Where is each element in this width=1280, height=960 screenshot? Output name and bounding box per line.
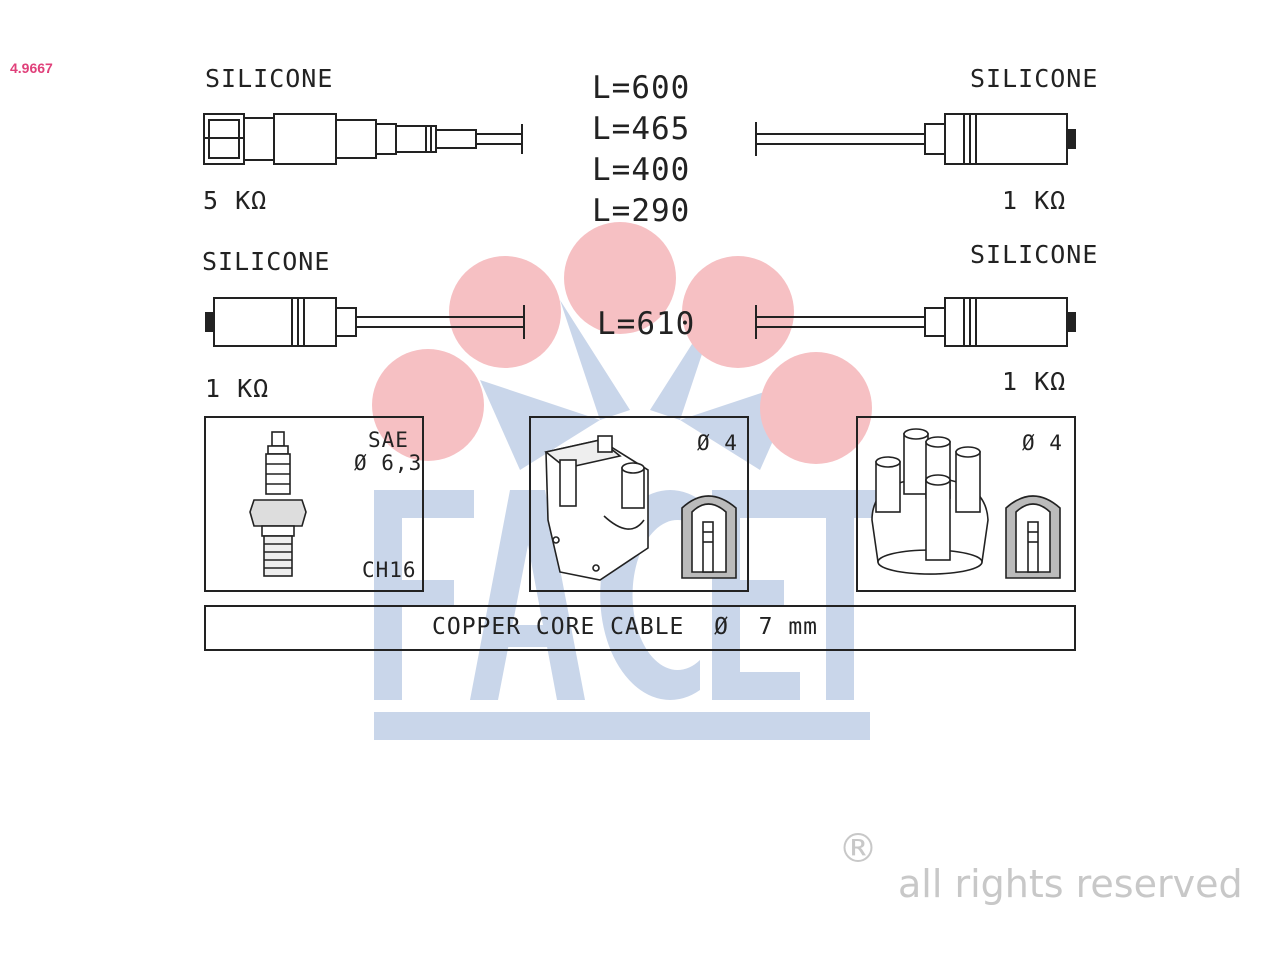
top-right-material: SILICONE xyxy=(970,64,1099,93)
mid-left-material: SILICONE xyxy=(202,247,331,276)
mid-right-material: SILICONE xyxy=(970,240,1099,269)
length-label: L=600 xyxy=(592,70,691,106)
top-left-material: SILICONE xyxy=(205,64,334,93)
top-right-connector xyxy=(755,113,1076,165)
coil-diameter: Ø 4 xyxy=(697,431,738,455)
spark-plug-icon xyxy=(249,431,307,577)
cable-spec-text: COPPER CORE CABLE Ø 7 mm xyxy=(432,614,819,640)
terminal-section-icons xyxy=(681,495,1061,579)
coil-panel xyxy=(529,416,749,592)
distributor-diameter: Ø 4 xyxy=(1022,431,1063,455)
ignition-coil-icon xyxy=(544,435,649,581)
spark-plug-standard: SAE xyxy=(368,428,409,452)
spark-plug-diameter: Ø 6,3 xyxy=(354,451,423,475)
coil-terminal-section-icon xyxy=(681,495,737,579)
mid-right-resistance: 1 KΩ xyxy=(1002,367,1067,396)
mid-left-resistance: 1 KΩ xyxy=(205,374,270,403)
length-label: L=465 xyxy=(592,111,691,147)
length-single-label: L=610 xyxy=(597,306,696,342)
top-left-connector xyxy=(203,113,523,165)
rights-notice: all rights reserved xyxy=(898,862,1243,906)
spark-plug-code: CH16 xyxy=(362,558,417,582)
distributor-panel xyxy=(856,416,1076,592)
length-label: L=290 xyxy=(592,193,691,229)
distributor-cap-icon xyxy=(871,428,989,575)
distributor-terminal-section-icon xyxy=(1005,495,1061,579)
mid-left-connector xyxy=(205,297,525,347)
part-number: 4.9667 xyxy=(10,60,53,76)
panels xyxy=(204,416,1076,651)
mid-right-connector xyxy=(755,297,1076,347)
registered-mark: ® xyxy=(838,826,878,872)
top-right-resistance: 1 KΩ xyxy=(1002,186,1067,215)
cable-drawings xyxy=(203,113,1076,347)
cable-spec-box xyxy=(204,605,1076,651)
facet-logo-watermark xyxy=(372,222,890,740)
spark-plug-panel xyxy=(204,416,424,592)
length-label: L=400 xyxy=(592,152,691,188)
top-left-resistance: 5 KΩ xyxy=(203,186,268,215)
